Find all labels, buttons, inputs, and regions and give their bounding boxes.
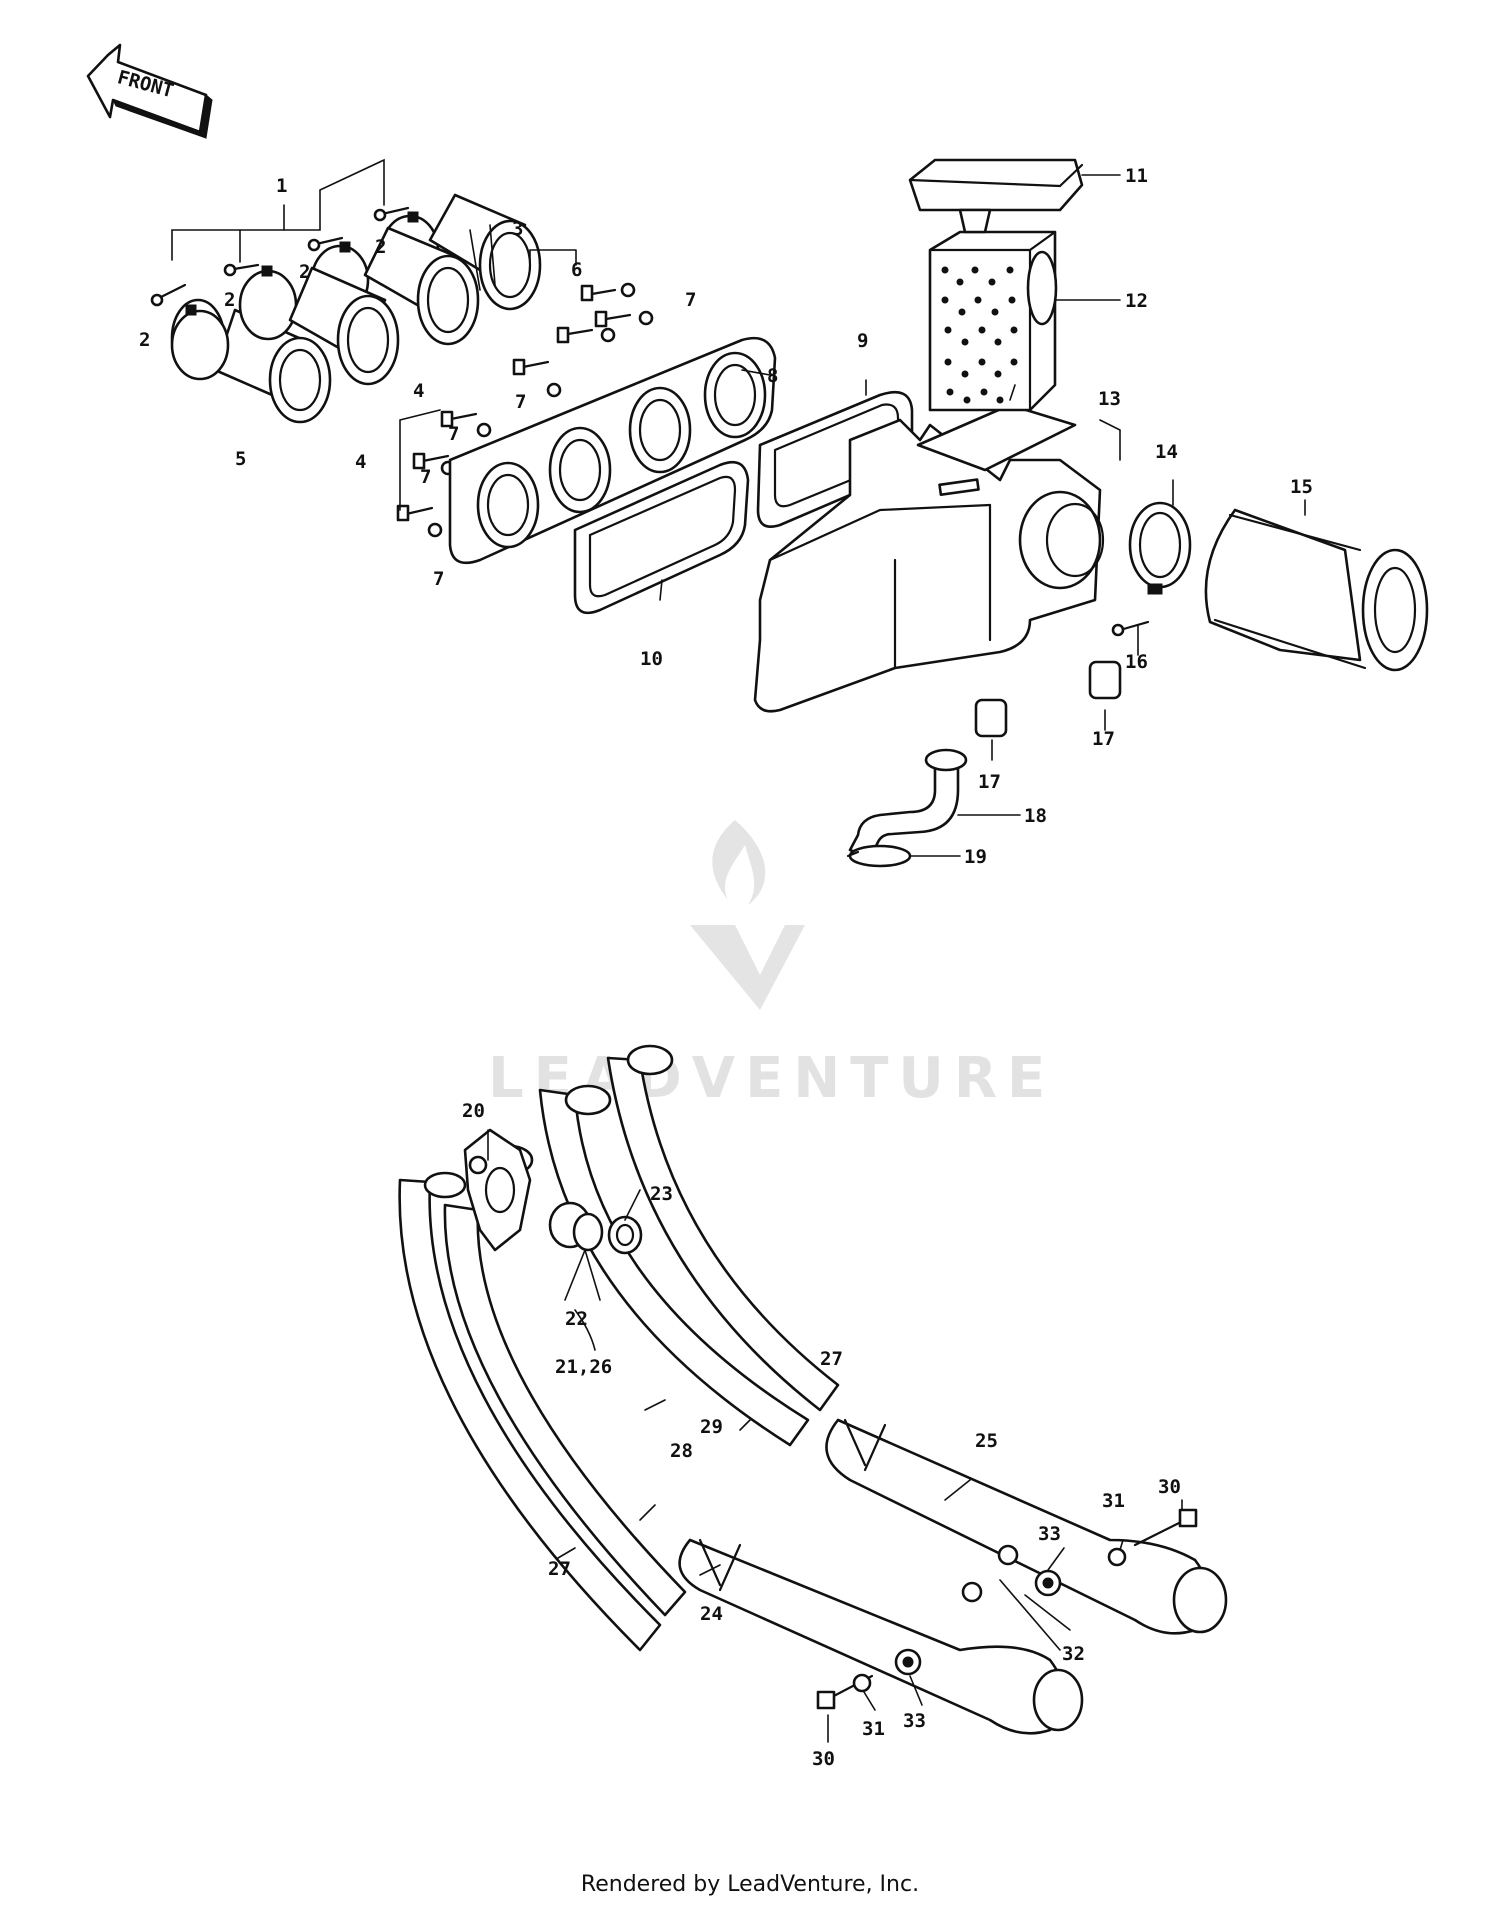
watermark-logo-icon [690,820,805,1010]
callout-30: 30 [1158,1476,1181,1498]
nut-33-icon [894,1648,922,1676]
callout-29: 29 [700,1416,723,1438]
collar-22-icon [548,1201,604,1252]
callout-23: 23 [650,1183,673,1205]
bolt-7-icon [440,410,492,438]
muffler-24-icon [678,1538,1084,1735]
callout-33: 33 [903,1710,926,1732]
leader-lines [487,174,1306,1743]
callout-10: 10 [640,648,663,670]
callout-31: 31 [862,1718,885,1740]
gasket-10-icon [573,460,750,615]
cap-11-icon [908,158,1084,234]
screw-1-icon [223,263,260,277]
cap-17-icon [1088,660,1122,700]
gasket-13-icon [916,403,1077,472]
callout-27: 27 [548,1558,571,1580]
callout-20: 20 [462,1100,485,1122]
carburetor-holders [150,158,542,424]
screw-1-icon [150,283,187,307]
clamp-2-icon [170,304,230,381]
pipe-27-icon [398,1171,662,1652]
clip-19-icon [846,844,912,868]
washer-31-icon [852,1673,872,1693]
clamp-14-icon [1128,501,1192,595]
callout-14: 14 [1155,441,1178,463]
callout-13: 13 [1098,388,1121,410]
cap-17-icon [974,698,1008,738]
nut-32-icon [997,1544,1019,1566]
callout-4: 4 [355,451,366,473]
clamp-2-icon [238,265,298,341]
exhaust-system [398,1044,1228,1735]
callout-27: 27 [820,1348,843,1370]
callout-11: 11 [1125,165,1148,187]
callout-18: 18 [1024,805,1047,827]
callout-6: 6 [571,259,582,281]
callout-1: 1 [276,175,287,197]
plate-8-icon [448,336,777,565]
elbow-18-icon [848,748,968,860]
duct-15-icon [1204,508,1429,672]
callout-7: 7 [515,391,526,413]
muffler-25-icon [825,1418,1228,1635]
flange-21-icon [463,1128,532,1252]
bolt-7-icon [512,358,562,398]
callout-3: 3 [512,218,523,240]
element-12-icon [928,230,1058,412]
screw-1-icon [373,206,410,222]
callout-22: 22 [565,1308,588,1330]
callout-30: 30 [812,1748,835,1770]
bolt-7-icon [556,326,616,344]
callout-24: 24 [700,1603,723,1625]
screw-16-icon [1111,620,1150,637]
callout-28: 28 [670,1440,693,1462]
nut-32-icon [961,1581,983,1603]
bolt-30-icon [1133,1508,1198,1547]
footer-credit: Rendered by LeadVenture, Inc. [580,1872,920,1897]
callout-8: 8 [767,365,778,387]
callout-5: 5 [235,448,246,470]
callouts: 1 2 2 2 2 3 4 4 5 6 7 7 7 7 7 8 9 10 11 … [139,165,1313,1770]
callout-2: 2 [139,329,150,351]
bolt-7-icon [580,282,636,302]
bolts-7 [396,249,654,538]
bolt-7-icon [594,310,654,328]
callout-9: 9 [857,330,868,352]
callout-19: 19 [964,846,987,868]
holder-3-icon [428,193,542,311]
bolt-7-icon [396,504,443,538]
callout-17: 17 [1092,728,1115,750]
callout-4: 4 [413,380,424,402]
nut-33-icon [1034,1569,1062,1597]
callout-25: 25 [975,1430,998,1452]
callout-21-26: 21,26 [555,1356,612,1378]
pipe-27-icon [606,1044,840,1412]
callout-7: 7 [685,289,696,311]
front-arrow-icon [86,43,213,140]
callout-31: 31 [1102,1490,1125,1512]
callout-17: 17 [978,771,1001,793]
callout-16: 16 [1125,651,1148,673]
callout-2: 2 [375,236,386,258]
callout-32: 32 [1062,1643,1085,1665]
gasket-23-icon [607,1215,643,1255]
callout-12: 12 [1125,290,1148,312]
callout-15: 15 [1290,476,1313,498]
callout-2: 2 [299,261,310,283]
air-box-13-icon [753,418,1105,713]
callout-7: 7 [448,423,459,445]
callout-7: 7 [420,466,431,488]
callout-7: 7 [433,568,444,590]
holder-4-icon [288,266,400,386]
holder-4-icon [363,226,480,346]
washer-31-icon [1107,1547,1127,1567]
callout-2: 2 [224,289,235,311]
pipe-29-icon [538,1084,810,1447]
callout-33: 33 [1038,1523,1061,1545]
screw-1-icon [307,236,344,252]
